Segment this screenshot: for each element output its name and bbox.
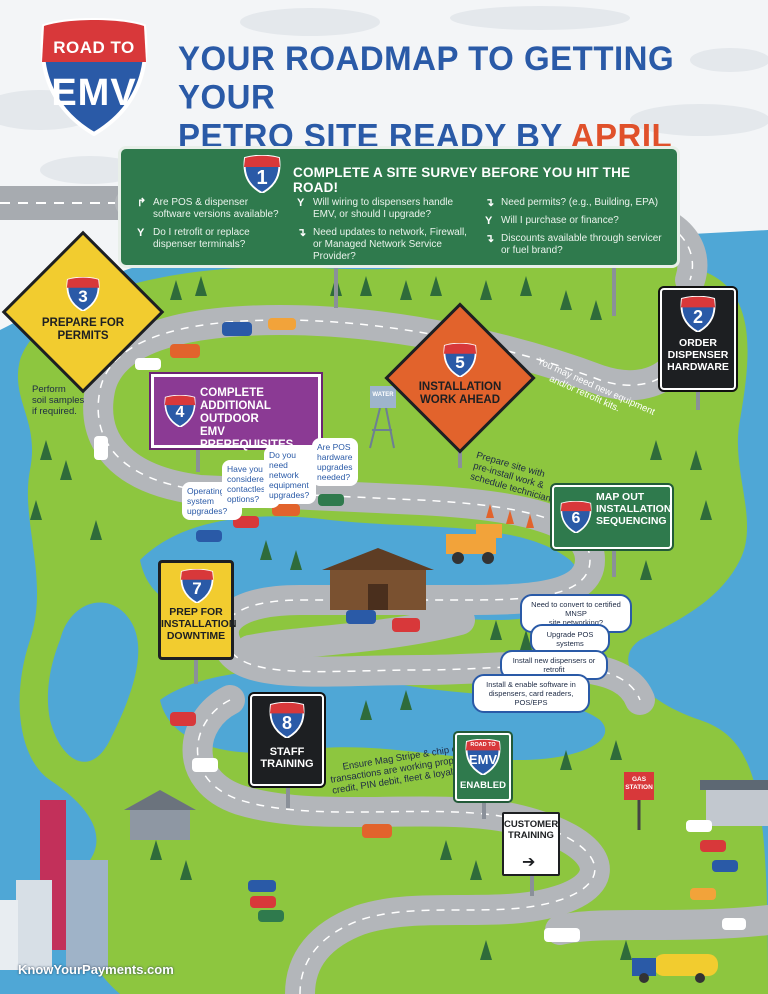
step4-shield: 4 [164, 395, 196, 427]
step2-number: 2 [692, 307, 703, 327]
road-turn-icon: ↴ [297, 227, 307, 239]
step1-heading: COMPLETE A SITE SURVEY BEFORE YOU HIT TH… [293, 165, 631, 195]
step1-column-1: ↱Are POS & dispenser software versions a… [137, 197, 287, 257]
shield-icon [465, 739, 501, 775]
road-turn-icon: ↱ [137, 197, 147, 209]
interstate-shield-icon [243, 155, 281, 193]
step7-shield: 7 [180, 569, 214, 603]
interstate-shield-icon [560, 501, 592, 533]
road-to-emv-logo: ROAD TO EMV [38, 18, 150, 136]
interstate-shield-icon [680, 296, 716, 332]
dump-truck [446, 524, 502, 564]
cars [94, 318, 580, 942]
step5-number: 5 [455, 353, 465, 372]
step1-number: 1 [256, 167, 268, 189]
step1-shield: 1 [243, 155, 281, 193]
step6-number: 6 [571, 510, 581, 527]
store [322, 548, 434, 610]
title-line-1: YOUR ROADMAP TO GETTING YOUR [178, 38, 675, 116]
emv-enabled-sign: ROAD TO EMV ENABLED [455, 733, 511, 801]
shield-icon [40, 18, 148, 136]
traffic-cones [486, 504, 534, 528]
step8-number: 8 [281, 713, 292, 733]
gas-station [624, 772, 768, 830]
road-turn-icon: ↴ [485, 197, 495, 209]
interstate-shield-icon [269, 702, 305, 738]
road-fork-icon: Y [137, 227, 145, 239]
water-tower-tank [370, 386, 396, 408]
step4-number: 4 [175, 404, 185, 421]
road-fork-icon: Y [297, 197, 305, 209]
trees [30, 276, 712, 960]
step7-number: 7 [192, 579, 202, 598]
step6-shield: 6 [560, 501, 592, 533]
step2-shield: 2 [680, 296, 716, 332]
logo-top-text: ROAD TO [53, 38, 135, 57]
clouds [0, 6, 768, 184]
step1-question: ↱Are POS & dispenser software versions a… [137, 197, 279, 220]
step3-shield: 3 [66, 277, 100, 311]
emv-shield-main: EMV [468, 752, 498, 767]
house [124, 790, 196, 840]
city [0, 800, 108, 970]
water-tower-label: WATER [372, 392, 394, 398]
interstate-shield-icon [164, 395, 196, 427]
step8-shield: 8 [269, 702, 305, 738]
step1-question: ↴Need permits? (e.g., Building, EPA) [485, 197, 659, 209]
step5-diamond [384, 302, 536, 454]
emv-shield-top: ROAD TO [470, 742, 496, 748]
step3-number: 3 [78, 287, 88, 306]
step5-shield: 5 [443, 343, 477, 377]
logo-main-text: EMV [51, 72, 137, 114]
emv-enabled-label: ENABLED [460, 780, 506, 791]
footer-url[interactable]: KnowYourPayments.com [18, 962, 174, 977]
emv-shield: ROAD TO EMV [465, 739, 501, 775]
step1-billboard: 1 COMPLETE A SITE SURVEY BEFORE YOU HIT … [118, 146, 680, 268]
water-tower [369, 407, 395, 449]
interstate-shield-icon [180, 569, 214, 603]
road-fork-icon: Y [485, 215, 493, 227]
interstate-shield-icon [443, 343, 477, 377]
step3-diamond [1, 230, 165, 394]
road-turn-icon: ↴ [485, 233, 495, 245]
fuel-tanker [632, 954, 718, 983]
arrow-right-icon: ➔ [522, 854, 536, 871]
step1-question: ↴Discounts available through servicer or… [485, 233, 662, 256]
step1-question: ↴Need updates to network, Firewall, or M… [297, 227, 467, 262]
interstate-shield-icon [66, 277, 100, 311]
